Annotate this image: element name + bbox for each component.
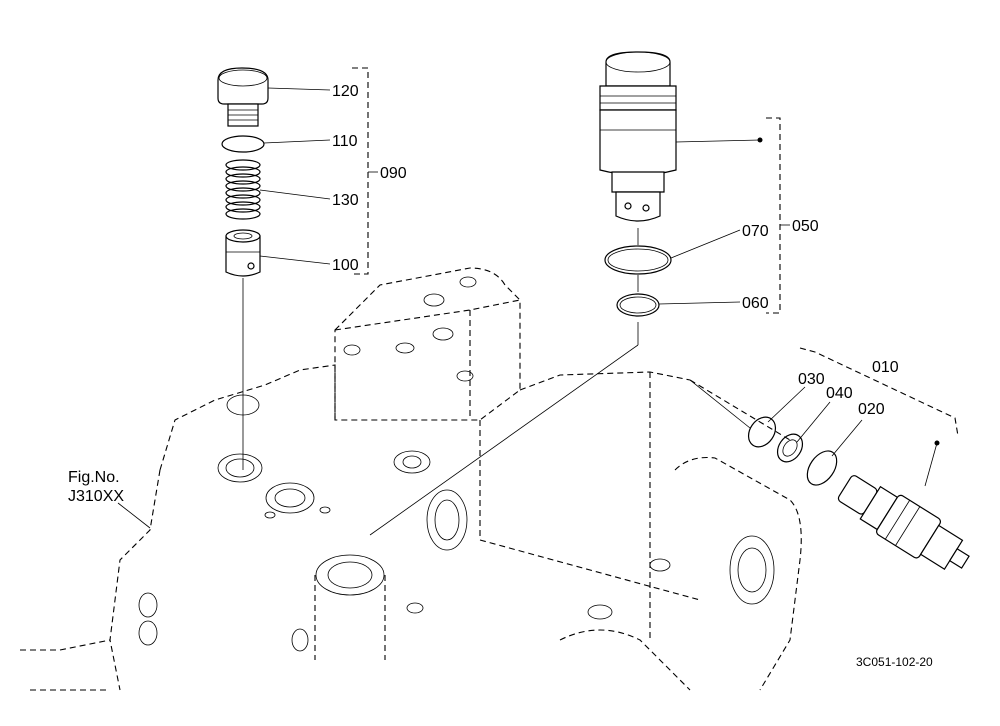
o-ring-110 [221, 135, 265, 153]
callout-100: 100 [332, 257, 359, 274]
o-ring-070 [604, 245, 672, 275]
valve-body-housing [20, 267, 802, 691]
callout-030: 030 [798, 371, 825, 388]
callout-010: 010 [872, 359, 899, 376]
spring-130 [225, 159, 261, 220]
side-port [426, 489, 468, 551]
callout-060: 060 [742, 295, 769, 312]
right-port [729, 535, 775, 605]
backup-ring-040 [776, 433, 804, 463]
callout-020: 020 [858, 401, 885, 418]
port [265, 482, 315, 514]
plug-120 [217, 67, 269, 127]
flange-bolt-hole [456, 370, 474, 382]
o-ring-060 [616, 293, 660, 317]
callout-040: 040 [826, 385, 853, 402]
callout-labels: 120 110 130 100 090 070 050 060 030 040 … [332, 83, 899, 418]
flange-bolt-hole [423, 293, 445, 307]
callout-050: 050 [792, 218, 819, 235]
main-port [315, 554, 385, 596]
cartridge-valve-050 [599, 51, 677, 222]
callout-110: 110 [332, 133, 358, 150]
callout-leaders [259, 87, 938, 487]
o-ring-030 [747, 416, 777, 448]
flange-bolt-hole [459, 276, 477, 288]
pilot-port [217, 453, 263, 483]
figure-reference: Fig.No. J310XX [68, 469, 151, 529]
flange-bolt-hole [343, 344, 361, 356]
callout-090: 090 [380, 165, 407, 182]
callout-130: 130 [332, 192, 359, 209]
figure-ref-line2: J310XX [68, 488, 124, 505]
assembly-leader-lines [242, 228, 751, 536]
callout-070: 070 [742, 223, 769, 240]
callout-120: 120 [332, 83, 359, 100]
group-brackets [352, 67, 959, 446]
cartridge-010 [837, 475, 970, 570]
figure-ref-line1: Fig.No. [68, 469, 120, 486]
o-ring-020 [806, 450, 838, 486]
flange-bolt-hole [432, 327, 454, 341]
drawing-number: 3C051-102-20 [856, 655, 933, 669]
port [393, 450, 431, 474]
poppet-100 [225, 229, 261, 277]
flange-bolt-hole [395, 342, 415, 354]
